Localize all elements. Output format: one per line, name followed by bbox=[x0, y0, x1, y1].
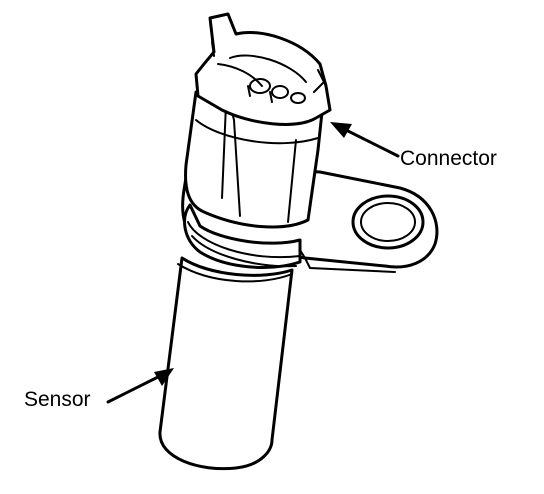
connector-label: Connector bbox=[400, 147, 497, 170]
sensor-arrowhead bbox=[154, 368, 174, 386]
connector-pins bbox=[247, 78, 306, 104]
sensor-callout: Sensor bbox=[24, 368, 174, 411]
sensor-collar bbox=[183, 203, 302, 269]
sensor-label: Sensor bbox=[24, 388, 91, 411]
connector-callout: Connector bbox=[330, 122, 497, 170]
connector-arrowhead bbox=[330, 122, 352, 138]
sensor-body bbox=[158, 256, 294, 471]
connector-latch bbox=[194, 12, 332, 126]
bolt-hole bbox=[351, 194, 425, 250]
